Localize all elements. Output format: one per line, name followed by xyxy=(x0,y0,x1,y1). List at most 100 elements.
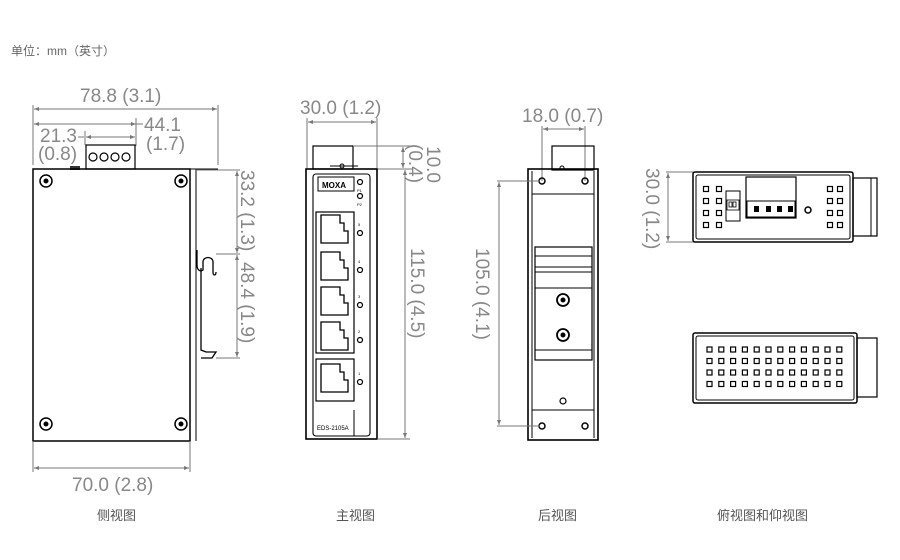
dim-depth: 30.0 (1.2) xyxy=(641,168,662,249)
vent-hole xyxy=(836,346,843,353)
vent-hole xyxy=(788,346,796,353)
vent-hole xyxy=(777,380,784,388)
dip-switch xyxy=(732,201,737,208)
vent-hole xyxy=(800,369,808,376)
vent-hole xyxy=(765,380,772,388)
vent-hole xyxy=(800,357,808,365)
dim-connector-offset: 21.3 xyxy=(40,126,77,147)
dim-front-connector-height-inch: (0.4) xyxy=(404,144,425,183)
port-led-3 xyxy=(356,301,364,309)
led-p1 xyxy=(356,178,364,186)
caption-top-bottom-view: 俯视图和仰视图 xyxy=(717,508,808,524)
indicator-square xyxy=(836,221,844,229)
caption-side-view: 侧视图 xyxy=(97,509,136,524)
caption-front-view: 主视图 xyxy=(336,509,375,524)
vent-hole xyxy=(741,346,749,353)
port-led-1 xyxy=(356,378,364,386)
indicator-square xyxy=(702,209,710,217)
vent-hole xyxy=(836,380,843,388)
indicator-square xyxy=(702,221,710,229)
port-label-5: 5 xyxy=(358,222,361,227)
vent-hole xyxy=(741,369,749,376)
vent-hole xyxy=(824,346,831,353)
vent-hole xyxy=(741,380,749,388)
vent-hole xyxy=(836,357,843,365)
vent-hole xyxy=(812,357,819,365)
vent-hole xyxy=(706,369,713,376)
vent-hole xyxy=(718,380,725,388)
unit-label: 单位：mm（英寸） xyxy=(11,44,115,58)
vent-hole xyxy=(706,357,713,365)
terminal-pin xyxy=(777,206,782,212)
indicator-square xyxy=(715,221,723,229)
rj45-port-1: 1 xyxy=(320,363,364,393)
dim-overall-width: 78.8 (3.1) xyxy=(80,86,161,107)
terminal-pin xyxy=(754,206,759,212)
port-label-4: 4 xyxy=(358,259,361,264)
indicator-square xyxy=(826,197,834,205)
indicator-square xyxy=(826,221,834,229)
top-bottom-view: 30.0 (1.2) 俯视图和仰视图 xyxy=(641,168,878,524)
dim-base-width: 70.0 (2.8) xyxy=(72,475,153,496)
vent-hole xyxy=(812,346,819,353)
port-label-2: 2 xyxy=(358,329,361,334)
svg-text:P1: P1 xyxy=(357,188,363,193)
rj45-port-3: 3 xyxy=(320,286,364,316)
dim-hole-vertical: 105.0 (4.1) xyxy=(471,248,492,340)
port-led-4 xyxy=(356,266,364,274)
dim-front-width: 30.0 (1.2) xyxy=(300,98,381,119)
vent-hole xyxy=(729,380,737,388)
vent-hole xyxy=(800,346,808,353)
vent-hole xyxy=(824,380,831,388)
vent-hole xyxy=(765,357,772,365)
vent-hole xyxy=(765,369,772,376)
rj45-port-5: 5 xyxy=(320,214,364,244)
port-led-5 xyxy=(356,229,364,237)
vent-hole xyxy=(706,346,713,353)
vent-hole xyxy=(765,346,772,353)
side-view: 78.8 (3.1) 44.1 (1.7) 21.3 (0.8) xyxy=(32,86,257,524)
indicator-square xyxy=(702,197,710,205)
vent-hole xyxy=(788,369,796,376)
vent-hole xyxy=(800,380,808,388)
indicator-square xyxy=(836,185,844,193)
terminal-pin xyxy=(766,206,771,212)
dim-clip-height: 48.4 (1.9) xyxy=(236,262,257,343)
vent-hole xyxy=(812,380,819,388)
dim-connector-end: 44.1 xyxy=(144,115,181,136)
dim-hole-spacing: 18.0 (0.7) xyxy=(522,106,603,127)
indicator-square xyxy=(836,197,844,205)
vent-hole xyxy=(753,369,760,376)
vent-hole xyxy=(788,357,796,365)
vent-hole xyxy=(777,357,784,365)
indicator-square xyxy=(715,185,723,193)
vent-hole xyxy=(718,369,725,376)
rj45-port-2: 2 xyxy=(320,321,364,351)
vent-hole xyxy=(729,357,737,365)
vent-hole xyxy=(753,357,760,365)
dim-connector-offset-inch: (0.8) xyxy=(38,144,77,165)
led-p2 xyxy=(356,192,364,200)
vent-hole xyxy=(824,357,831,365)
vent-hole xyxy=(824,369,831,376)
port-label-3: 3 xyxy=(358,294,361,299)
vent-hole xyxy=(741,357,749,365)
indicator-square xyxy=(715,209,723,217)
rj45-port-4: 4 xyxy=(320,251,364,281)
vent-hole xyxy=(706,380,713,388)
vent-hole xyxy=(718,357,725,365)
indicator-square xyxy=(826,209,834,217)
model-label: EDS-2105A xyxy=(317,426,349,432)
vent-hole xyxy=(729,346,737,353)
dip-switch xyxy=(728,201,733,208)
indicator-square xyxy=(826,185,834,193)
brand-logo: MOXA xyxy=(322,181,346,190)
port-label-1: 1 xyxy=(358,371,361,376)
dim-connector-end-inch: (1.7) xyxy=(146,134,185,155)
terminal-pin xyxy=(788,206,793,212)
rear-view: 18.0 (0.7) 105.0 (4.1) 后视图 xyxy=(471,106,603,524)
vent-hole xyxy=(777,346,784,353)
indicator-square xyxy=(702,185,710,193)
